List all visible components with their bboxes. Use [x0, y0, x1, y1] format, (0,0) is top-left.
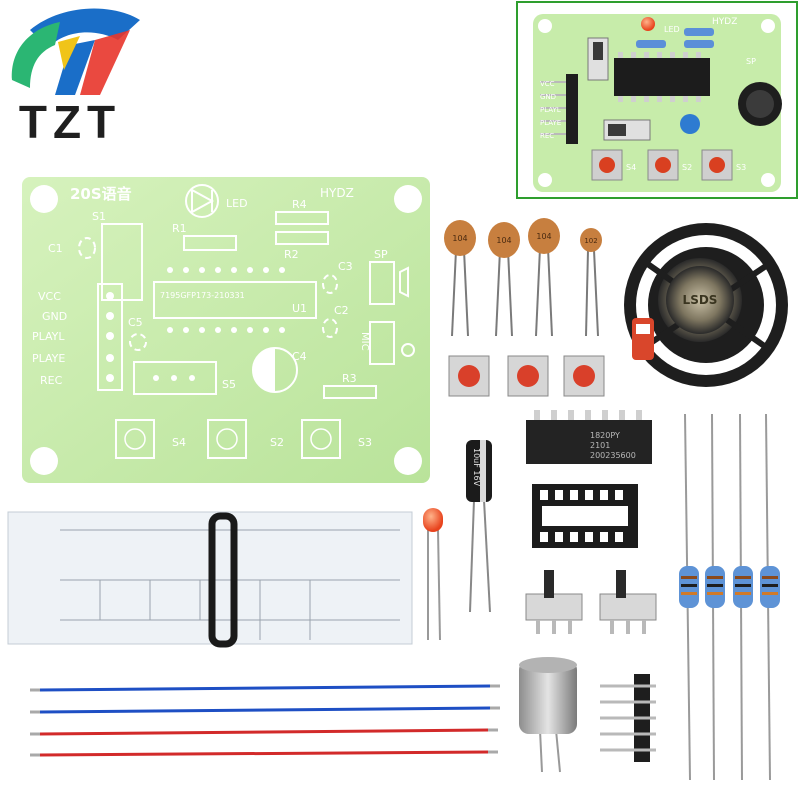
pcb-chip-label: 7195GFP173-210331 [160, 291, 245, 300]
pcb-cap-label: C4 [292, 350, 307, 363]
inset-pin-label: PLAYE [540, 119, 561, 127]
inset-pin-label: VCC [540, 80, 555, 88]
red-led [423, 508, 443, 641]
pcb-mic-label: MIC [359, 332, 370, 351]
pcb-switch-label: S1 [92, 210, 106, 223]
cap-value: 104 [496, 236, 511, 245]
inset-pin-label: REC [540, 132, 554, 140]
pcb-pin-label: PLAYE [32, 352, 65, 365]
cap-value: 104 [452, 234, 467, 243]
ic-text: 2101 [590, 441, 610, 450]
pcb-title: 20S语音 [70, 185, 132, 203]
inset-brand-label: HYDZ [712, 17, 737, 27]
inset-pin-label: GND [540, 93, 556, 101]
assembled-board-inset: LED HYDZ SP VCC GND PLAYL PLAYE REC S4 S… [516, 1, 798, 199]
inset-button-label: S4 [626, 163, 636, 172]
inset-led-label: LED [664, 25, 680, 34]
ic-socket [532, 484, 638, 548]
inset-button-label: S3 [736, 163, 746, 172]
pcb-cap-label: C3 [338, 260, 353, 273]
cap-value: 102 [584, 237, 597, 245]
pcb-resistor-label: R3 [342, 372, 357, 385]
ic-text: 1820PY [590, 431, 620, 440]
pcb-resistor-label: R4 [292, 198, 307, 211]
header-pins [600, 674, 656, 762]
inset-button-label: S2 [682, 163, 692, 172]
pcb-pin-label: REC [40, 374, 63, 387]
electrolytic-capacitor: 10uF 16V [466, 440, 492, 613]
pcb-board: 20S语音 LED HYDZ S1 C1 C5 C3 C2 C4 R1 R4 R… [22, 177, 430, 483]
pcb-cap-label: C5 [128, 316, 143, 329]
pcb-slide-switch-label: S5 [222, 378, 236, 391]
pcb-brand: HYDZ [320, 186, 354, 200]
pcb-pin-label: VCC [38, 290, 61, 303]
speaker-text: LSDS [683, 293, 718, 307]
brand-logo: TZT [11, 8, 140, 148]
resistors [679, 413, 780, 781]
microphone [519, 657, 577, 773]
inset-pin-label: PLAYL [540, 106, 561, 114]
ic-text: 200235600 [590, 451, 636, 460]
slide-switches [525, 570, 657, 634]
pcb-button-label: S2 [270, 436, 284, 449]
cap-value: 104 [536, 232, 551, 241]
pcb-cap-label: C2 [334, 304, 349, 317]
tactile-buttons [448, 355, 605, 397]
pcb-pin-label: PLAYL [32, 330, 65, 343]
pcb-cap-label: C1 [48, 242, 63, 255]
schematic-paper [7, 511, 413, 648]
pcb-resistor-label: R1 [172, 222, 187, 235]
electrolytic-text: 10uF 16V [472, 448, 481, 487]
inset-sp-label: SP [746, 57, 756, 66]
ceramic-capacitors: 104 104 104 102 [444, 218, 602, 337]
pcb-pin-label: GND [42, 310, 67, 323]
pcb-button-label: S4 [172, 436, 186, 449]
pcb-speaker-label: SP [374, 248, 388, 261]
led-symbol [185, 184, 219, 218]
jumper-wires [30, 684, 500, 757]
pcb-led-label: LED [226, 197, 248, 210]
ic-chip: 1820PY 2101 200235600 [526, 410, 652, 464]
pcb-resistor-label: R2 [284, 248, 299, 261]
speaker: LSDS [624, 223, 788, 387]
pcb-button-label: S3 [358, 436, 372, 449]
pcb-chip-ref: U1 [292, 302, 307, 315]
logo-text: TZT [19, 96, 121, 148]
